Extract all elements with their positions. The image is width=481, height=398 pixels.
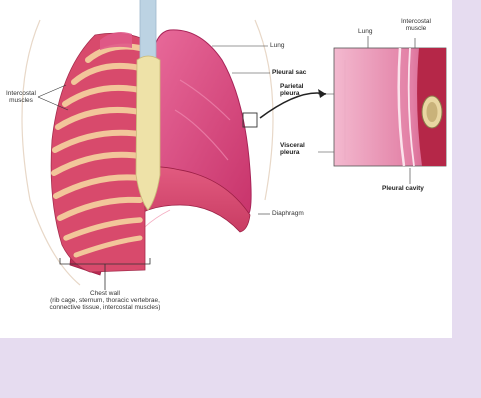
diagram-panel: Intercostal muscles Lung Pleural sac Par… [0,0,452,338]
label-line: Chest wall [30,290,180,297]
pleura-inset [334,48,446,166]
label-line: muscle [396,25,436,32]
label-parietal-pleura: Parietal pleura [280,83,304,97]
thorax-illustration [0,0,452,338]
label-line: Intercostal [396,18,436,25]
label-line: connective tissue, intercostal muscles) [30,304,180,311]
label-line: muscles [0,97,42,104]
label-line: pleura [280,90,304,97]
label-pleural-cavity: Pleural cavity [382,185,424,192]
label-intercostal-muscle: Intercostal muscle [396,18,436,32]
label-intercostal-muscles: Intercostal muscles [0,90,42,104]
label-line: Visceral [280,142,305,149]
label-pleural-sac: Pleural sac [272,69,306,76]
label-line: pleura [280,149,305,156]
label-visceral-pleura: Visceral pleura [280,142,305,156]
zoom-highlight-box [243,113,257,127]
label-lung: Lung [270,42,284,49]
label-line: Intercostal [0,90,42,97]
label-diaphragm: Diaphragm [272,210,304,217]
label-line: Parietal [280,83,304,90]
label-chest-wall: Chest wall (rib cage, sternum, thoracic … [30,290,180,311]
label-line: (rib cage, sternum, thoracic vertebrae, [30,297,180,304]
sternum [136,56,160,210]
label-inset-lung: Lung [358,28,372,35]
trachea [140,0,156,60]
